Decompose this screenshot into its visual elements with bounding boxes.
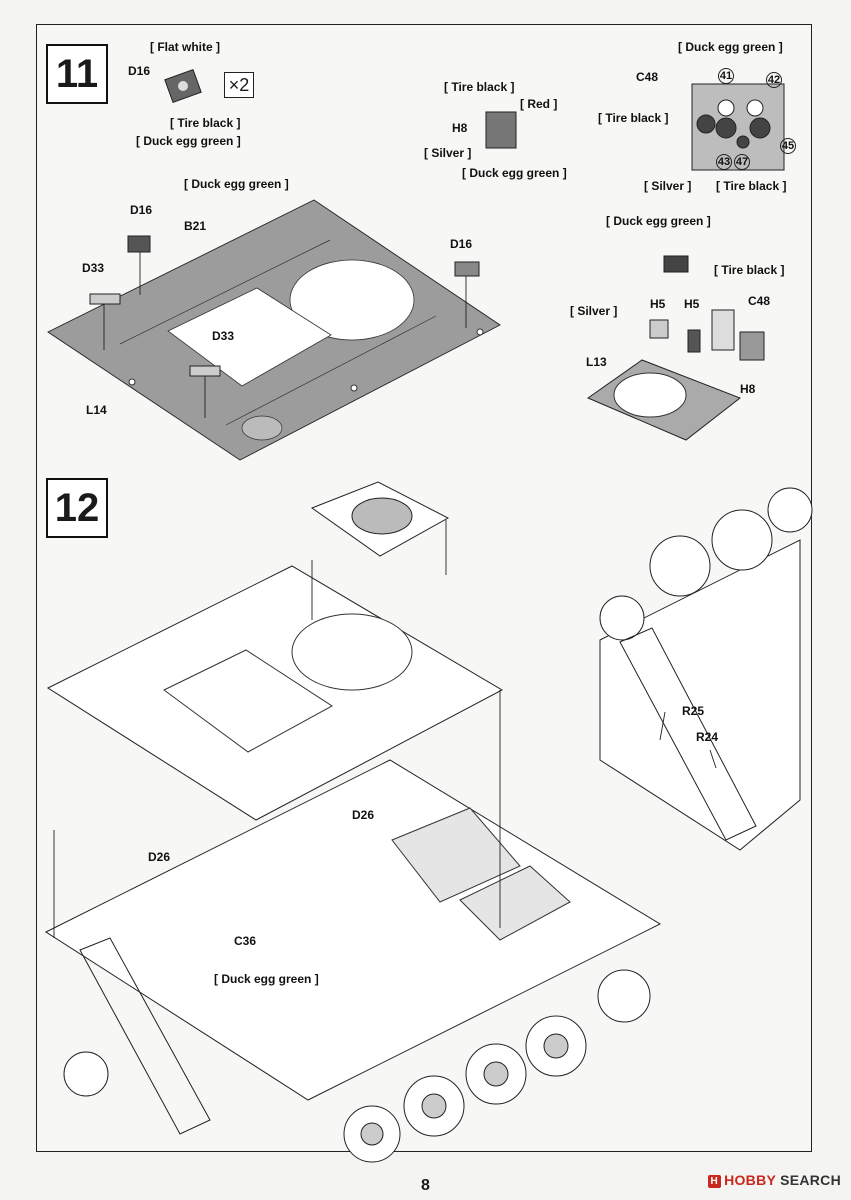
part-label-h8: H8 [740, 382, 756, 396]
part-label-h5: H5 [650, 297, 666, 311]
paint-callout-tire-black: [ Tire black ] [170, 116, 241, 130]
part-label-c48: C48 [748, 294, 771, 308]
paint-callout-duck-egg-green: [ Duck egg green ] [184, 177, 289, 191]
watermark-badge-icon: H [707, 1175, 722, 1188]
paint-callout-silver: [ Silver ] [424, 146, 472, 160]
part-label-d16: D16 [450, 237, 473, 251]
paint-callout-duck-egg-green: [ Duck egg green ] [606, 214, 711, 228]
step-number-11: 11 [46, 44, 108, 104]
part-label-d26: D26 [148, 850, 171, 864]
part-label-l14: L14 [86, 403, 107, 417]
paint-callout-duck-egg-green: [ Duck egg green ] [214, 972, 319, 986]
paint-callout-tire-black: [ Tire black ] [444, 80, 515, 94]
part-label-r24: R24 [696, 730, 719, 744]
paint-callout-duck-egg-green: [ Duck egg green ] [462, 166, 567, 180]
paint-callout-tire-black: [ Tire black ] [598, 111, 669, 125]
part-label-d16: D16 [128, 64, 151, 78]
part-label-h5: H5 [684, 297, 700, 311]
part-label-h8: H8 [452, 121, 468, 135]
paint-callout-duck-egg-green: [ Duck egg green ] [136, 134, 241, 148]
part-label-r25: R25 [682, 704, 705, 718]
paint-callout-flat-white: [ Flat white ] [150, 40, 220, 54]
paint-callout-red: [ Red ] [520, 97, 558, 111]
paint-callout-silver: [ Silver ] [570, 304, 618, 318]
paint-callout-tire-black: [ Tire black ] [714, 263, 785, 277]
part-label-c48: C48 [636, 70, 659, 84]
part-label-d16: D16 [130, 203, 153, 217]
gauge-number-42: 42 [766, 72, 782, 88]
part-label-d33: D33 [82, 261, 105, 275]
part-label-d26: D26 [352, 808, 375, 822]
quantity-badge: ×2 [224, 72, 254, 98]
plate-l14-drawing [47, 199, 501, 461]
paint-callout-tire-black: [ Tire black ] [716, 179, 787, 193]
page-number: 8 [421, 1177, 430, 1194]
gauge-number-45: 45 [780, 138, 796, 154]
gauge-number-41: 41 [718, 68, 734, 84]
part-label-d33: D33 [212, 329, 235, 343]
step12-drawing [44, 481, 813, 1163]
part-label-b21: B21 [184, 219, 207, 233]
gauge-number-43: 43 [716, 154, 732, 170]
watermark-search: SEARCH [780, 1172, 841, 1188]
part-label-l13: L13 [586, 355, 607, 369]
paint-callout-duck-egg-green: [ Duck egg green ] [678, 40, 783, 54]
step11-small-parts [89, 68, 785, 441]
gauge-number-47: 47 [734, 154, 750, 170]
step-number-12: 12 [46, 478, 108, 538]
part-label-c36: C36 [234, 934, 257, 948]
paint-callout-silver: [ Silver ] [644, 179, 692, 193]
watermark-hobby: HOBBY [724, 1172, 776, 1188]
